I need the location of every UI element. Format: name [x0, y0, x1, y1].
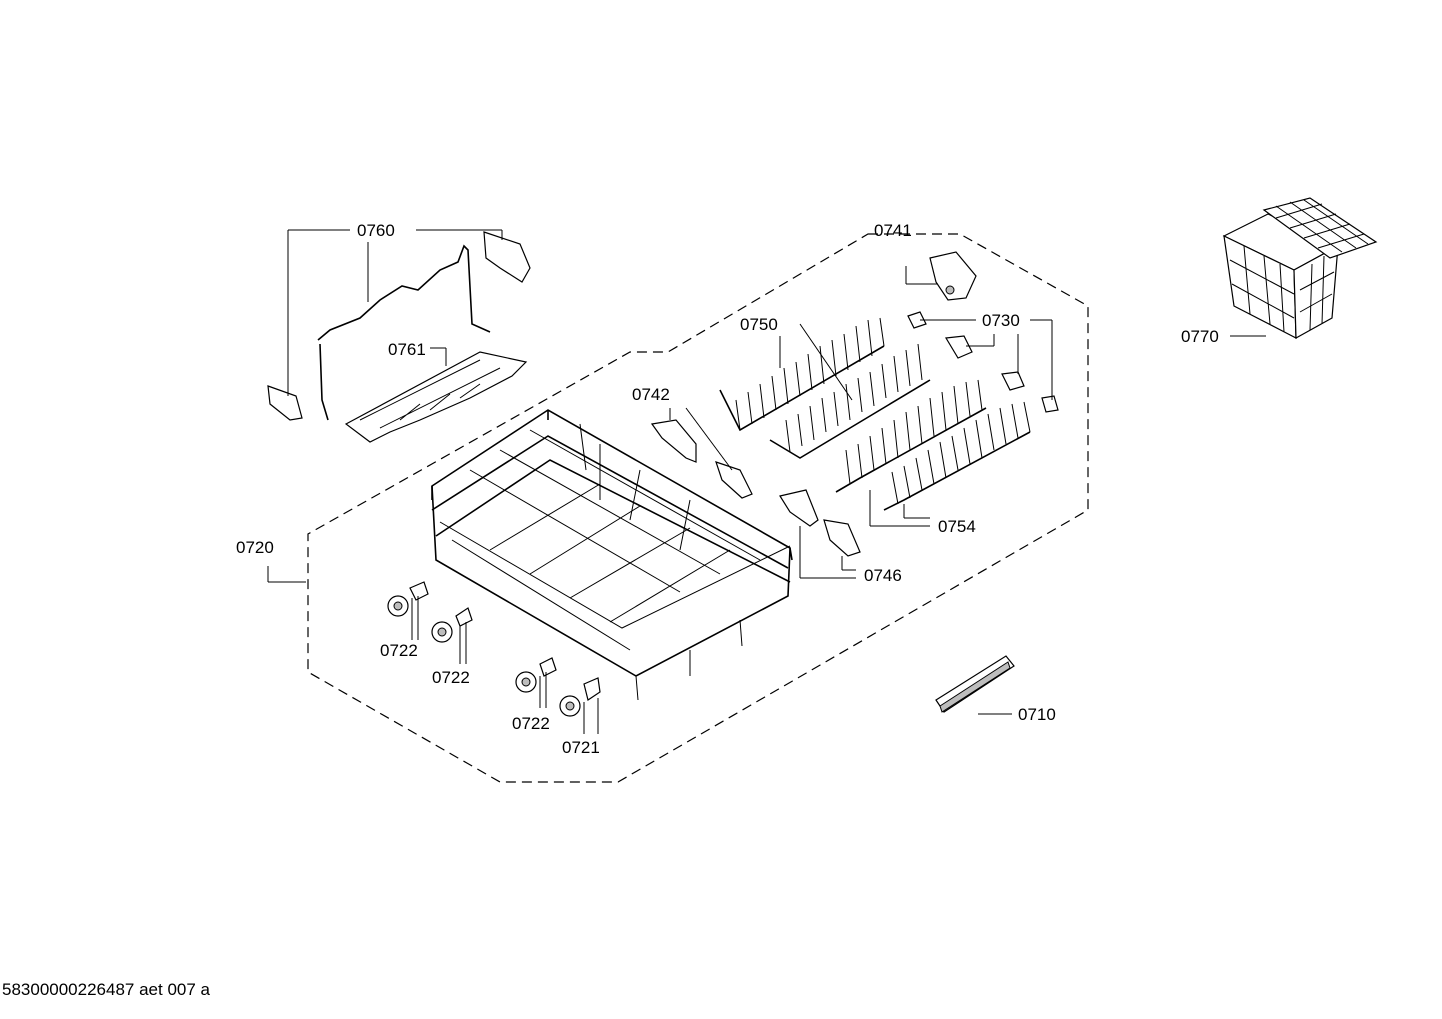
part-0720-basket — [431, 409, 793, 701]
callout-0720: 0720 — [236, 538, 274, 557]
callout-0760: 0760 — [357, 221, 395, 240]
callout-0741: 0741 — [874, 221, 912, 240]
callout-0750: 0750 — [740, 315, 778, 334]
part-0754-tines — [835, 379, 1031, 511]
part-0750-tines — [719, 317, 931, 459]
callout-0770: 0770 — [1181, 327, 1219, 346]
leader-0750-b — [799, 323, 853, 401]
part-0710-handle — [935, 655, 1015, 713]
callout-0722-a: 0722 — [380, 641, 418, 660]
callout-0721: 0721 — [562, 738, 600, 757]
callout-0742: 0742 — [632, 385, 670, 404]
callout-0754: 0754 — [938, 517, 976, 536]
leader-0742-b — [685, 407, 733, 471]
document-footer-id: 58300000226487 aet 007 a — [2, 980, 210, 999]
wheel-0722-b — [431, 607, 473, 643]
part-0770-cutlery-basket — [1222, 197, 1378, 340]
assembly-boundary — [307, 233, 1089, 783]
part-0741-hinge — [929, 251, 977, 301]
part-0746-clips — [779, 489, 861, 557]
part-0730-clips — [907, 311, 1059, 413]
wheel-0722-c — [515, 657, 557, 693]
wheel-0721 — [559, 677, 601, 717]
part-0760-rail — [267, 231, 531, 421]
callout-0746: 0746 — [864, 566, 902, 585]
callout-0730: 0730 — [982, 311, 1020, 330]
part-0742-clips — [650, 419, 753, 499]
part-0761-support — [344, 351, 528, 443]
callout-0761: 0761 — [388, 340, 426, 359]
wheel-0722-a — [387, 581, 429, 617]
callout-0722-c: 0722 — [512, 714, 550, 733]
callout-0710: 0710 — [1018, 705, 1056, 724]
callout-0722-b: 0722 — [432, 668, 470, 687]
